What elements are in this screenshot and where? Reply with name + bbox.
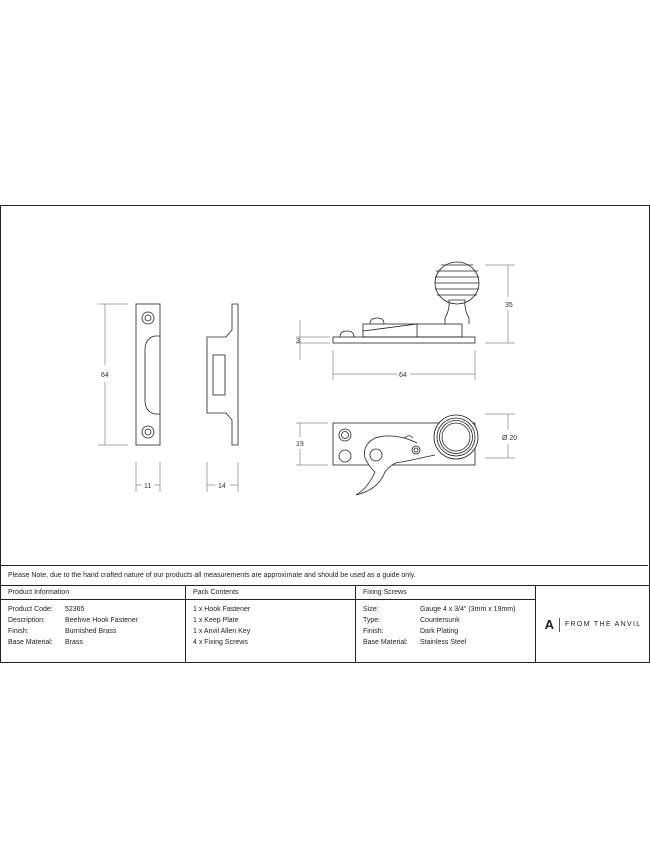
row-label: Type:	[363, 617, 381, 624]
row-value: Stainless Steel	[420, 639, 467, 646]
fastener-side-view	[332, 261, 480, 344]
logo-divider	[558, 617, 560, 632]
brand-name: FROM THE ANVIL	[564, 621, 642, 628]
info-table: Please Note, due to the hand crafted nat…	[0, 565, 650, 662]
dim-fastener-height: 35	[505, 302, 513, 309]
keep-plate-dimensions	[98, 303, 239, 492]
pack-item: 1 x Keep Plate	[193, 617, 239, 624]
info-row: Finish: Dark Plating	[363, 626, 535, 637]
row-label: Description:	[8, 617, 45, 624]
row-value: 52365	[65, 606, 85, 613]
product-information-section: Product Information Product Code: 52365 D…	[0, 585, 186, 662]
section-title: Pack Contents	[186, 586, 355, 600]
dim-keep-depth: 14	[218, 483, 226, 490]
dim-keep-width: 11	[144, 483, 151, 490]
row-label: Size:	[363, 606, 379, 613]
row-label: Finish:	[8, 628, 29, 635]
row-label: Product Code:	[8, 606, 53, 613]
fastener-side-dimensions	[296, 264, 515, 380]
info-row: Size: Gauge 4 x 3/4" (3mm x 19mm)	[363, 604, 535, 615]
pack-item: 4 x Fixing Screws	[193, 639, 248, 646]
info-row: Base Material: Brass	[8, 637, 185, 648]
row-label: Finish:	[363, 628, 384, 635]
row-value: Dark Plating	[420, 628, 459, 635]
pack-item: 1 x Anvil Allen Key	[193, 628, 251, 635]
row-value: Burnished Brass	[65, 628, 117, 635]
row-label: Base Material:	[363, 639, 408, 646]
brand-logo: A FROM THE ANVIL	[536, 585, 650, 663]
section-title: Fixing Screws	[356, 586, 535, 600]
dim-fastener-length: 64	[399, 372, 407, 379]
row-label: Base Material:	[8, 639, 53, 646]
fixing-screws-section: Fixing Screws Size: Gauge 4 x 3/4" (3mm x…	[356, 585, 536, 662]
dim-fastener-width: 19	[296, 441, 304, 448]
dim-plate-thickness: 3	[296, 338, 300, 345]
dim-knob-diameter: Ø 20	[502, 435, 517, 442]
info-row: Finish: Burnished Brass	[8, 626, 185, 637]
row-value: Gauge 4 x 3/4" (3mm x 19mm)	[420, 606, 516, 613]
keep-plate-front-view	[135, 303, 161, 446]
row-value: Brass	[65, 639, 83, 646]
disclaimer-note: Please Note, due to the hand crafted nat…	[0, 565, 648, 585]
section-title: Product Information	[1, 586, 185, 600]
pack-contents-section: Pack Contents 1 x Hook Fastener 1 x Keep…	[186, 585, 356, 662]
fastener-top-dimensions	[296, 413, 515, 466]
info-row: Product Code: 52365	[8, 604, 185, 615]
info-row: Type: Countersunk	[363, 615, 535, 626]
fastener-top-view	[332, 414, 479, 496]
row-value: Beehive Hook Fastener	[65, 617, 139, 624]
anvil-logo-icon: A	[544, 617, 554, 632]
info-row: Base Material: Stainless Steel	[363, 637, 535, 648]
info-row: Description: Beehive Hook Fastener	[8, 615, 185, 626]
pack-item: 1 x Hook Fastener	[193, 606, 251, 613]
row-value: Countersunk	[420, 617, 460, 624]
keep-plate-side-view	[206, 303, 239, 446]
dim-keep-height: 64	[101, 372, 109, 379]
